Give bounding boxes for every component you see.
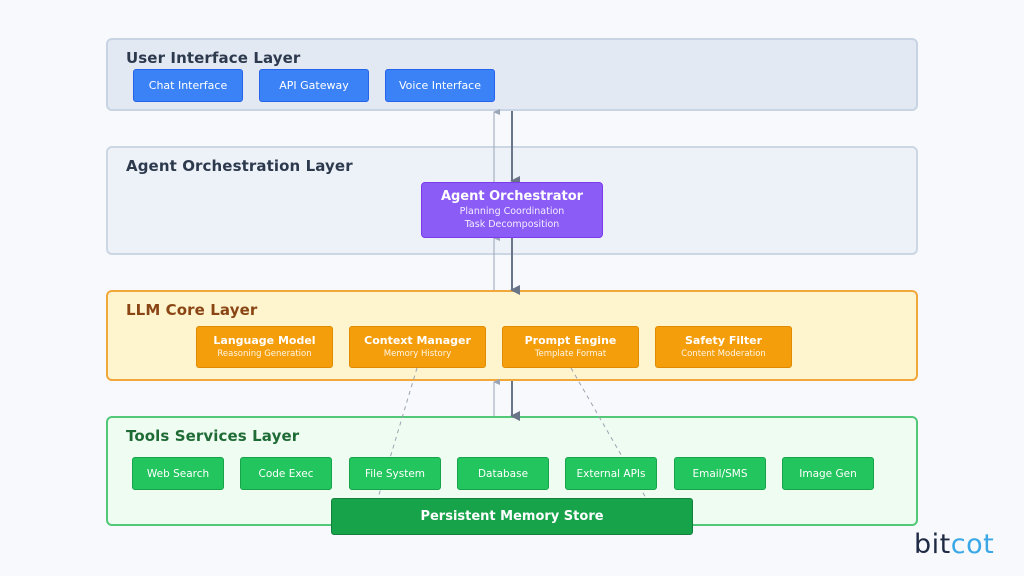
agent-orchestrator-box[interactable]: Agent Orchestrator Planning Coordination… xyxy=(421,182,603,238)
logo-part-2: cot xyxy=(950,529,995,560)
file-system-button[interactable]: File System xyxy=(349,457,441,490)
logo-part-1: bit xyxy=(914,529,951,560)
orchestrator-line-2: Task Decomposition xyxy=(464,219,560,230)
layer-title-tools-services: Tools Services Layer xyxy=(126,427,300,445)
api-gateway-button[interactable]: API Gateway xyxy=(259,69,369,102)
language-model-subtitle: Reasoning Generation xyxy=(217,349,312,359)
persistent-memory-store-box[interactable]: Persistent Memory Store xyxy=(331,498,693,535)
safety-filter-subtitle: Content Moderation xyxy=(681,349,766,359)
external-apis-button[interactable]: External APIs xyxy=(565,457,657,490)
safety-filter-box[interactable]: Safety Filter Content Moderation xyxy=(655,326,792,368)
orchestrator-title: Agent Orchestrator xyxy=(440,189,584,204)
layer-title-agent-orchestration: Agent Orchestration Layer xyxy=(126,157,353,175)
layer-title-llm-core: LLM Core Layer xyxy=(126,301,258,319)
web-search-button[interactable]: Web Search xyxy=(132,457,224,490)
code-exec-button[interactable]: Code Exec xyxy=(240,457,332,490)
context-manager-title: Context Manager xyxy=(364,334,471,347)
email-sms-button[interactable]: Email/SMS xyxy=(674,457,766,490)
orchestrator-line-1: Planning Coordination xyxy=(459,206,565,217)
prompt-engine-subtitle: Template Format xyxy=(534,349,607,359)
database-button[interactable]: Database xyxy=(457,457,549,490)
prompt-engine-box[interactable]: Prompt Engine Template Format xyxy=(502,326,639,368)
context-manager-subtitle: Memory History xyxy=(383,349,452,359)
language-model-title: Language Model xyxy=(213,334,316,347)
image-gen-button[interactable]: Image Gen xyxy=(782,457,874,490)
context-manager-box[interactable]: Context Manager Memory History xyxy=(349,326,486,368)
prompt-engine-title: Prompt Engine xyxy=(524,334,617,347)
safety-filter-title: Safety Filter xyxy=(684,334,763,347)
bitcot-logo: bitcot xyxy=(914,528,994,562)
voice-interface-button[interactable]: Voice Interface xyxy=(385,69,495,102)
layer-title-user-interface: User Interface Layer xyxy=(126,49,301,67)
language-model-box[interactable]: Language Model Reasoning Generation xyxy=(196,326,333,368)
chat-interface-button[interactable]: Chat Interface xyxy=(133,69,243,102)
